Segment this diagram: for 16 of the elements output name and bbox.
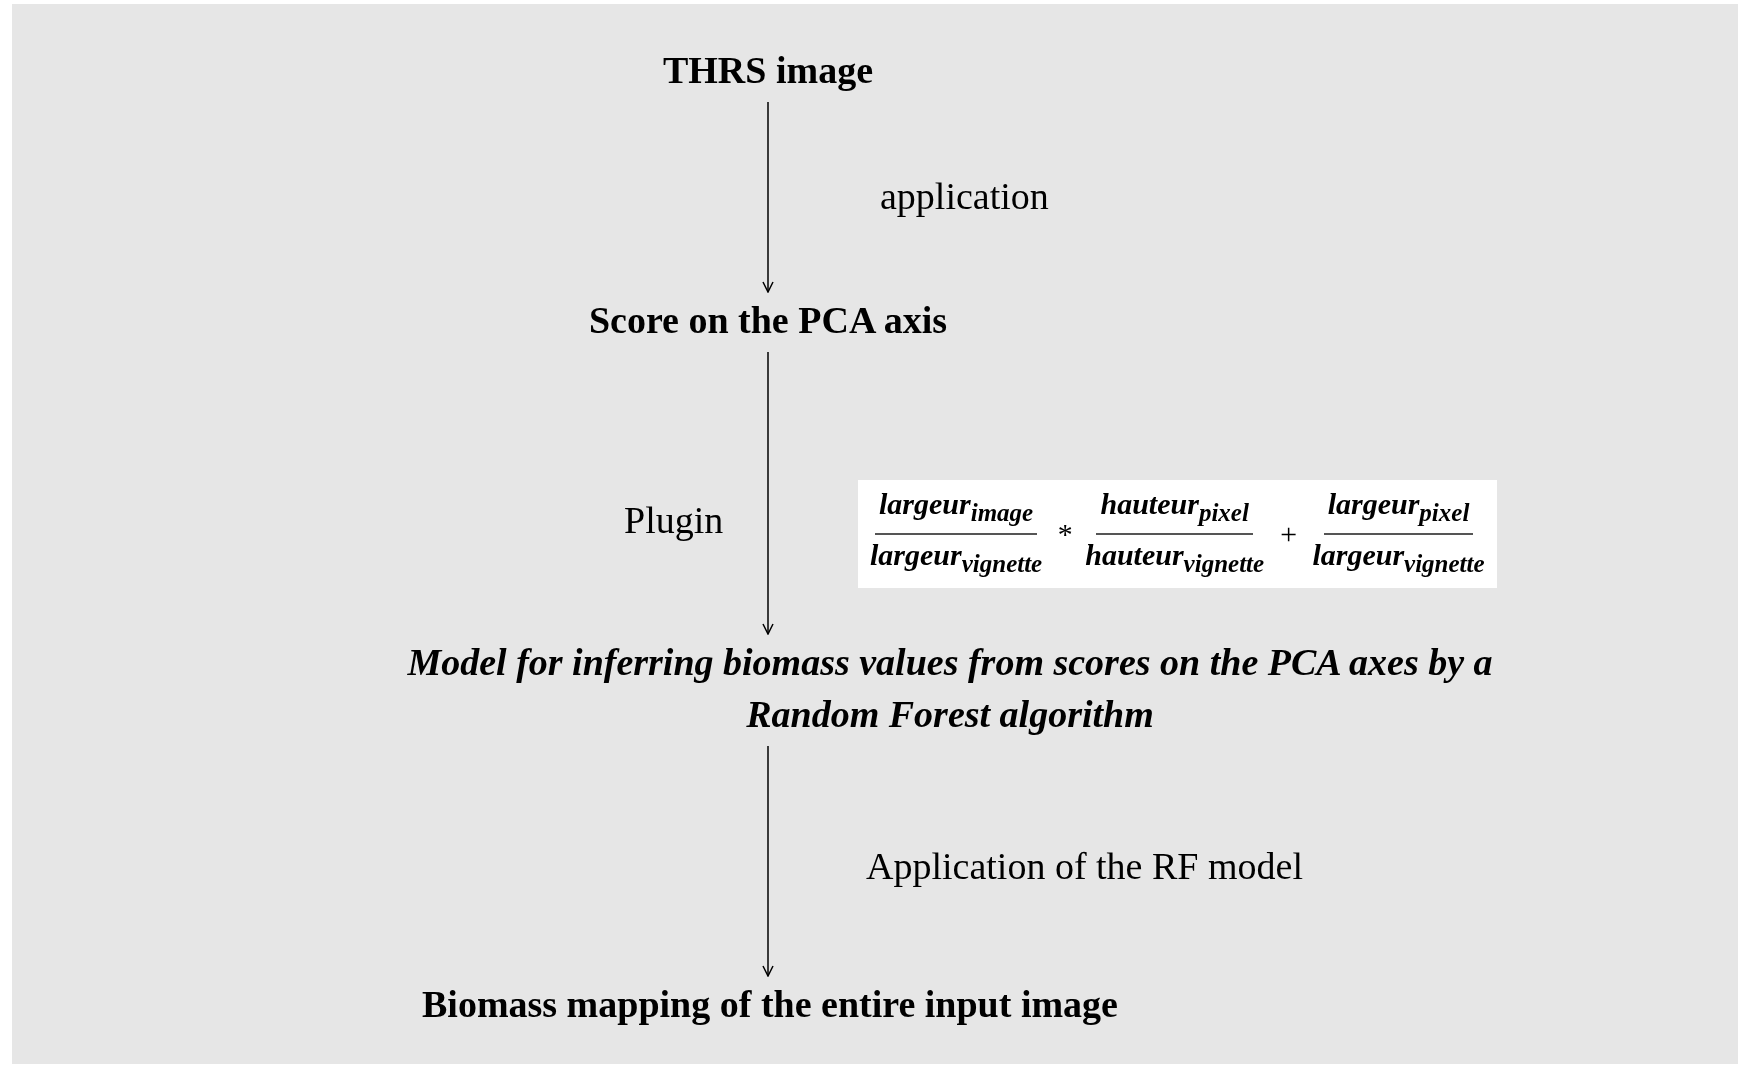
formula-operator: * bbox=[1056, 517, 1072, 551]
formula-box bbox=[858, 480, 1497, 588]
formula-numerator: largeur$_{image}$ bbox=[875, 484, 1038, 535]
formula-denominator: largeur$_{vignette}$ bbox=[1311, 537, 1486, 579]
arrow bbox=[762, 101, 774, 293]
formula-numerator: largeur$_{pixel}$ bbox=[1323, 484, 1474, 535]
step-text: Biomass mapping of the entire input image bbox=[240, 978, 1300, 1030]
formula-operator: + bbox=[1278, 517, 1299, 551]
step-text: Score on the PCA axis bbox=[468, 294, 1068, 346]
arrow bbox=[762, 351, 774, 635]
formula-numerator: hauteur$_{pixel}$ bbox=[1096, 484, 1253, 535]
formula-denominator: hauteur$_{vignette}$ bbox=[1084, 537, 1266, 579]
step-text: Model for inferring biomass values from scores on the PCA axes by a Random Forest algorithm bbox=[400, 636, 1500, 740]
formula-denominator: largeur$_{vignette}$ bbox=[869, 537, 1044, 579]
arrow bbox=[762, 745, 774, 977]
step-text: THRS image bbox=[568, 44, 968, 96]
